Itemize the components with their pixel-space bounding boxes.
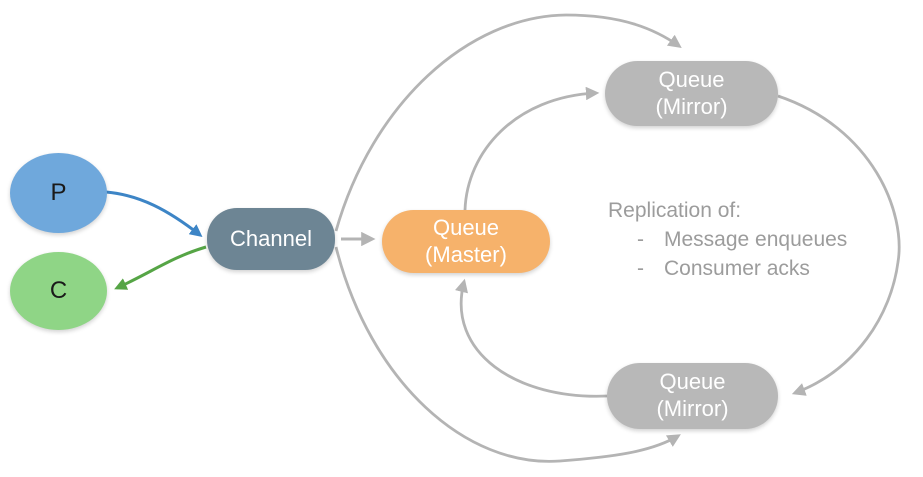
consumer-node: C (10, 252, 107, 330)
arrow-channel-to-mirror-bottom (334, 246, 681, 463)
arrow-channel-to-consumer (114, 245, 207, 290)
queue-mirror-top-label-line1: Queue (658, 66, 725, 92)
bullet-dash: - (637, 228, 644, 251)
arrow-mirror-bottom-to-master (454, 278, 608, 398)
replication-annotation: Replication of: - Message enqueues - Con… (608, 196, 847, 283)
arrow-channel-to-mirror-top (334, 13, 682, 232)
producer-node: P (10, 153, 107, 233)
arrow-producer-to-channel (105, 190, 203, 237)
channel-node: Channel (207, 208, 335, 270)
queue-mirror-top-node: Queue (Mirror) (605, 61, 778, 126)
queue-mirror-bottom-node: Queue (Mirror) (607, 363, 778, 429)
replication-annotation-item: - Consumer acks (637, 254, 847, 283)
queue-mirror-bottom-label-line1: Queue (659, 369, 726, 395)
arrow-mirror-top-to-mirror-bottom (777, 94, 901, 396)
arrow-master-to-mirror-top (463, 86, 600, 211)
queue-mirror-bottom-label-line2: (Mirror) (656, 396, 729, 421)
replication-annotation-item: - Message enqueues (637, 225, 847, 254)
queue-master-node: Queue (Master) (382, 210, 550, 273)
replication-annotation-heading: Replication of: (608, 199, 742, 222)
replication-annotation-item-label: Consumer acks (664, 257, 810, 280)
bullet-dash: - (637, 257, 644, 280)
queue-mirror-top-label-line2: (Mirror) (655, 93, 728, 119)
producer-label: P (50, 179, 67, 206)
replication-annotation-item-label: Message enqueues (664, 228, 848, 251)
consumer-label: C (49, 277, 68, 304)
channel-label: Channel (230, 225, 312, 251)
queue-master-label-line2: (Master) (425, 241, 507, 267)
queue-master-label-line1: Queue (432, 214, 500, 240)
